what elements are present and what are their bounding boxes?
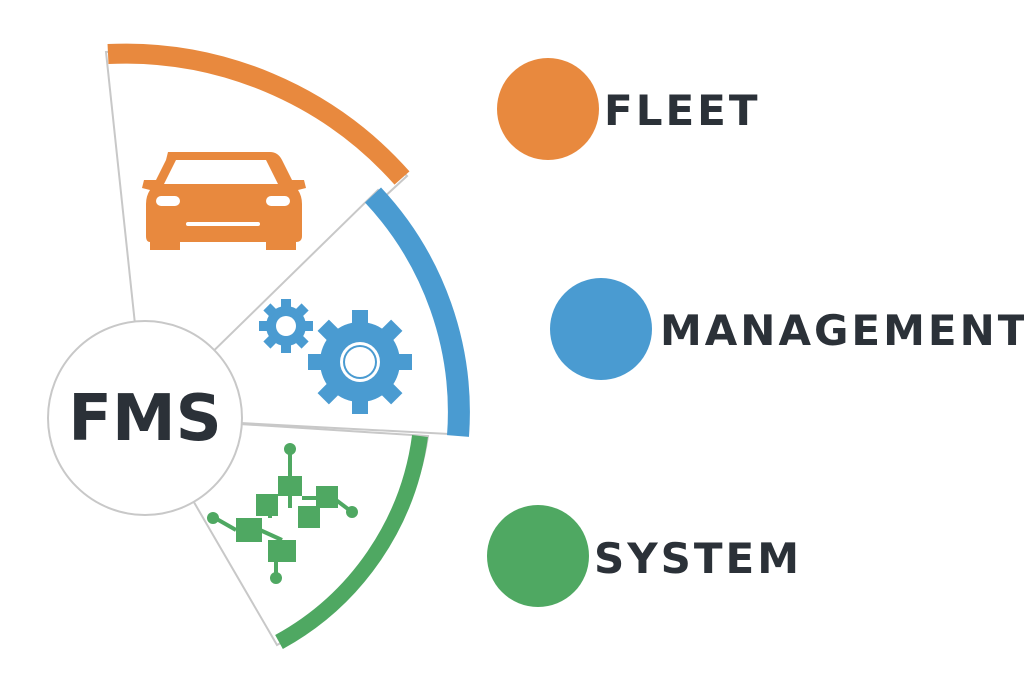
network-nodes — [207, 443, 358, 584]
center-label: FMS — [68, 382, 222, 456]
system-dot — [487, 505, 589, 607]
arc-fleet — [107, 43, 410, 185]
management-dot — [550, 278, 652, 380]
arc-system — [275, 434, 428, 650]
fleet-label: FLEET — [604, 86, 761, 135]
system-label: SYSTEM — [594, 534, 803, 583]
gears-icon — [259, 299, 412, 414]
management-label: MANAGEMENT — [660, 306, 1024, 355]
arc-management — [364, 187, 470, 437]
fleet-dot — [497, 58, 599, 160]
center-circle — [47, 320, 243, 516]
car-icon — [142, 152, 306, 250]
